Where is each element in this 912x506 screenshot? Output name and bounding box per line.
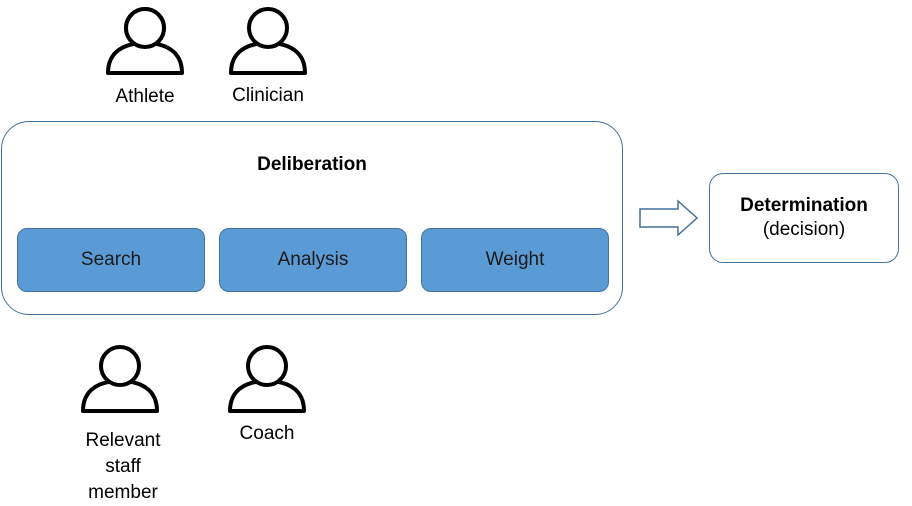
weight-step: Weight [421,228,609,292]
right-arrow-icon [638,199,700,242]
coach-label: Coach [239,423,295,444]
deliberation-title: Deliberation [257,154,367,175]
determination-subtitle: (decision) [762,219,846,240]
clinician-person-icon [228,6,308,76]
deliberation-panel: Deliberation Search Analysis Weight [1,121,623,315]
athlete-label: Athlete [115,86,175,107]
staff-label: Relevant staff member [85,430,161,503]
clinician-label: Clinician [232,85,304,106]
staff-person-icon [80,344,160,414]
athlete-person-icon [105,6,185,76]
coach-person-icon [227,344,307,414]
analysis-step: Analysis [219,228,407,292]
search-step: Search [17,228,205,292]
determination-box: Determination (decision) [709,173,899,263]
determination-title: Determination [740,195,868,216]
